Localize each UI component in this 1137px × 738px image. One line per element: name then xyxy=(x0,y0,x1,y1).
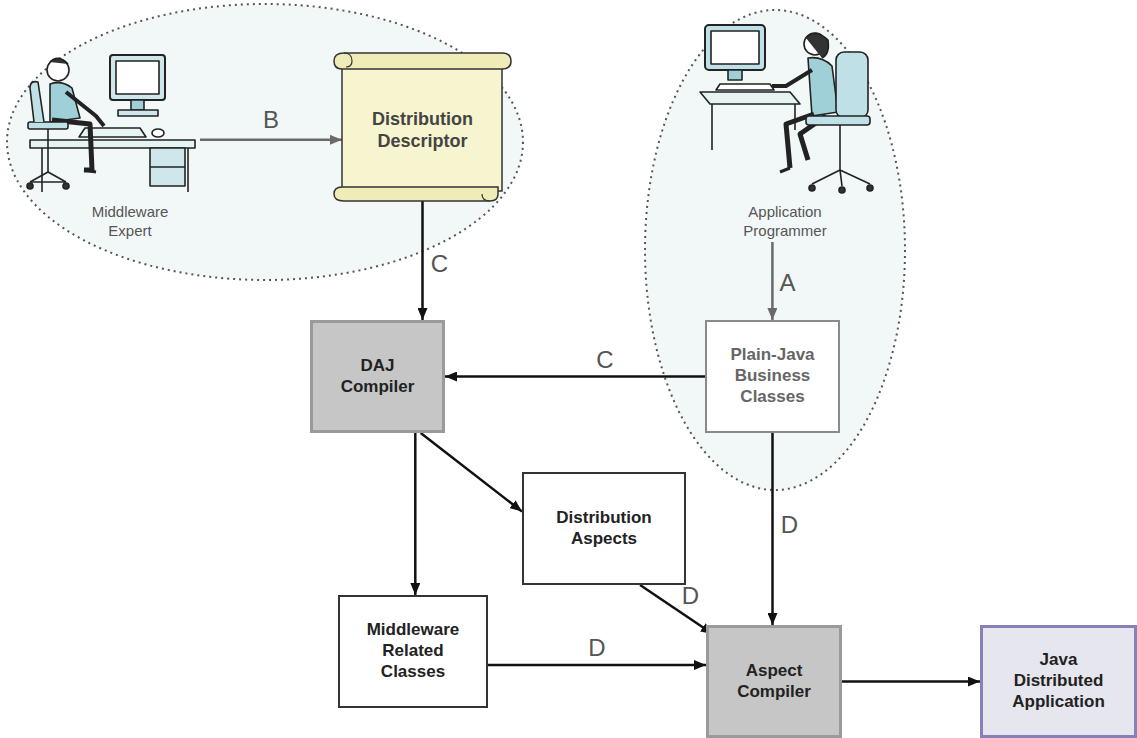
text-holder: Distribution Aspects xyxy=(542,508,667,549)
flow-arrow xyxy=(488,664,706,667)
step-letter: C xyxy=(431,252,448,276)
box-label: Middleware Related Classes xyxy=(358,620,468,682)
step-letter: B xyxy=(263,108,279,132)
flow-arrow xyxy=(421,201,424,320)
document-scroll: Distribution Descriptor xyxy=(330,45,515,205)
box-label: Java Distributed Application xyxy=(1004,650,1114,712)
compiler-box: DAJ Compiler xyxy=(310,320,445,433)
actor-label: Middleware Expert xyxy=(83,203,178,240)
compiler-box: Aspect Compiler xyxy=(706,625,842,738)
actor-figure: Application Programmer xyxy=(715,15,855,242)
class-box: Plain-Java Business Classes xyxy=(705,320,840,433)
flow-arrow xyxy=(414,433,417,595)
flow-arrow xyxy=(842,680,980,683)
result-box: Java Distributed Application xyxy=(980,625,1137,738)
box-label: DAJ Compiler xyxy=(328,356,428,397)
flow-arrow xyxy=(445,375,705,378)
output-box: Middleware Related Classes xyxy=(338,595,488,708)
box-label: Distribution Descriptor xyxy=(360,109,485,153)
step-letter: A xyxy=(779,271,795,295)
expert-clipart xyxy=(27,55,195,192)
group-ellipse xyxy=(7,4,523,280)
step-letter: D xyxy=(588,636,605,660)
scroll-roll xyxy=(334,187,498,201)
text-holder: Middleware Expert xyxy=(83,203,178,240)
text-holder: Java Distributed Application xyxy=(1004,650,1114,712)
text-holder: Distribution Descriptor xyxy=(360,109,485,153)
flow-arrow xyxy=(771,242,774,320)
scroll-roll xyxy=(334,53,511,69)
flow-arrow xyxy=(771,433,774,625)
text-holder: Application Programmer xyxy=(738,203,833,240)
actor-figure: Middleware Expert xyxy=(60,15,200,242)
step-letter: C xyxy=(596,348,613,372)
text-holder: Aspect Compiler xyxy=(722,661,827,702)
box-label: Aspect Compiler xyxy=(722,661,827,702)
output-box: Distribution Aspects xyxy=(522,472,686,585)
actor-label: Application Programmer xyxy=(738,203,833,240)
scroll-curl xyxy=(344,53,490,201)
step-letter: D xyxy=(781,513,798,537)
flow-arrow xyxy=(421,433,522,512)
flow-arrow xyxy=(640,585,713,634)
text-holder: Plain-Java Business Classes xyxy=(718,345,828,407)
text-holder: Middleware Related Classes xyxy=(358,620,468,682)
box-label: Plain-Java Business Classes xyxy=(718,345,828,407)
text-holder: DAJ Compiler xyxy=(328,356,428,397)
scroll-body xyxy=(342,61,502,191)
step-letter: D xyxy=(682,584,699,608)
programmer-clipart xyxy=(700,25,873,193)
flow-arrow xyxy=(200,139,342,142)
box-label: Distribution Aspects xyxy=(542,508,667,549)
group-ellipse xyxy=(645,10,905,490)
